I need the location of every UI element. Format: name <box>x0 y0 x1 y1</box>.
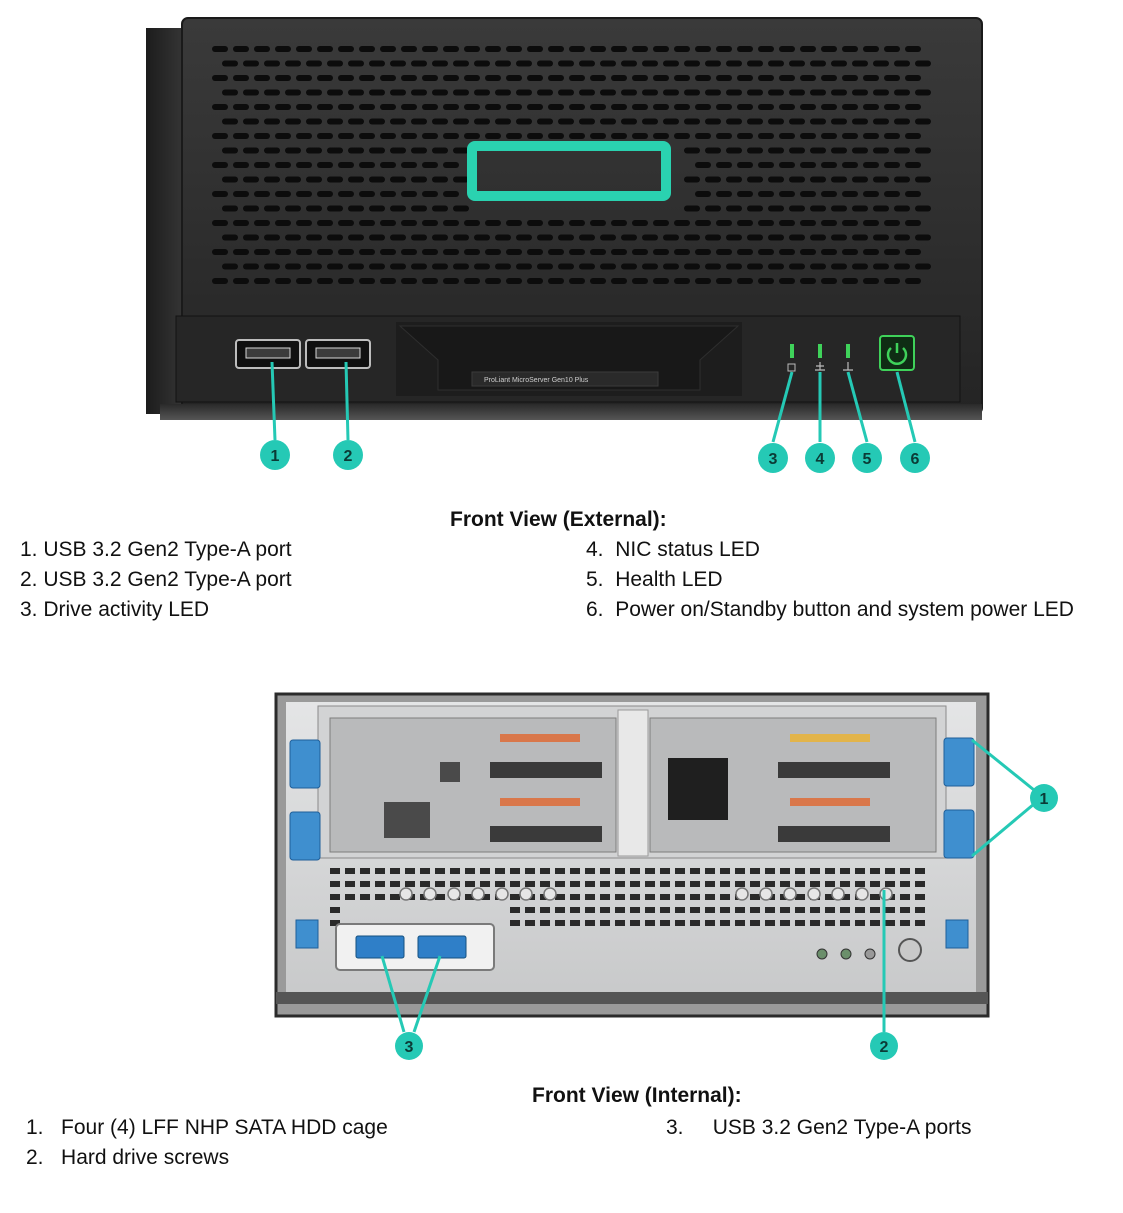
legend-item: 1. Four (4) LFF NHP SATA HDD cage <box>26 1116 388 1139</box>
internal-callout-leaders <box>380 738 1035 1033</box>
legend-item: 3. Drive activity LED <box>20 598 210 621</box>
svg-text:2: 2 <box>880 1039 889 1056</box>
drive-clip-left-bottom[interactable] <box>289 811 321 861</box>
callout-badge-4: 4 <box>805 443 835 473</box>
front-external-figure: ProLiant MicroServer Gen10 Plus <box>0 0 1123 490</box>
legend-item: 4. NIC status LED <box>586 538 760 561</box>
front-external-caption: Front View (External): <box>450 508 667 531</box>
legend-item: 1. USB 3.2 Gen2 Type-A port <box>20 538 292 561</box>
internal-callout-badge-3: 3 <box>395 1032 423 1060</box>
model-label: ProLiant MicroServer Gen10 Plus <box>484 377 589 384</box>
callout-badge-3: 3 <box>758 443 788 473</box>
legend-item: 3. USB 3.2 Gen2 Type-A ports <box>666 1116 972 1139</box>
legend-item: 2. Hard drive screws <box>26 1146 230 1169</box>
svg-text:2: 2 <box>344 448 353 465</box>
svg-text:4: 4 <box>816 451 825 468</box>
front-internal-caption: Front View (Internal): <box>532 1084 742 1107</box>
hdd-cage <box>317 705 947 859</box>
front-internal-figure: 1 2 3 <box>0 680 1123 1070</box>
drive-activity-led <box>787 344 796 372</box>
callout-badge-6: 6 <box>900 443 930 473</box>
legend-item: 6. Power on/Standby button and system po… <box>586 598 1074 621</box>
hpe-logo <box>467 141 671 201</box>
drive-clip-right-bottom[interactable] <box>943 809 975 859</box>
callout-leaders <box>270 361 917 443</box>
hard-drive-screws[interactable] <box>399 887 893 901</box>
svg-text:1: 1 <box>271 448 280 465</box>
nic-status-led <box>815 344 825 371</box>
internal-status-leds <box>816 938 922 962</box>
svg-text:5: 5 <box>863 451 872 468</box>
power-button[interactable] <box>879 335 915 371</box>
legend-item: 2. USB 3.2 Gen2 Type-A port <box>20 568 292 591</box>
usb-port-2[interactable] <box>305 339 371 369</box>
latch-right[interactable] <box>945 919 969 949</box>
internal-callout-badge-2: 2 <box>870 1032 898 1060</box>
front-control-panel: ProLiant MicroServer Gen10 Plus <box>175 315 961 403</box>
callout-badge-5: 5 <box>852 443 882 473</box>
server-chassis <box>146 17 983 420</box>
health-led <box>843 344 853 371</box>
internal-callout-badge-1: 1 <box>1030 784 1058 812</box>
usb-port-1[interactable] <box>235 339 301 369</box>
drive-clip-right-top[interactable] <box>943 737 975 787</box>
legend-item: 5. Health LED <box>586 568 723 591</box>
drive-clip-left-top[interactable] <box>289 739 321 789</box>
internal-usb-port-2[interactable] <box>417 935 467 959</box>
svg-text:3: 3 <box>405 1039 414 1056</box>
svg-text:3: 3 <box>769 451 778 468</box>
svg-text:1: 1 <box>1040 791 1049 808</box>
front-vent-grill <box>212 46 931 284</box>
internal-usb-port-1[interactable] <box>355 935 405 959</box>
callout-badge-1: 1 <box>260 440 290 470</box>
callout-badge-2: 2 <box>333 440 363 470</box>
latch-left[interactable] <box>295 919 319 949</box>
svg-text:6: 6 <box>911 451 920 468</box>
